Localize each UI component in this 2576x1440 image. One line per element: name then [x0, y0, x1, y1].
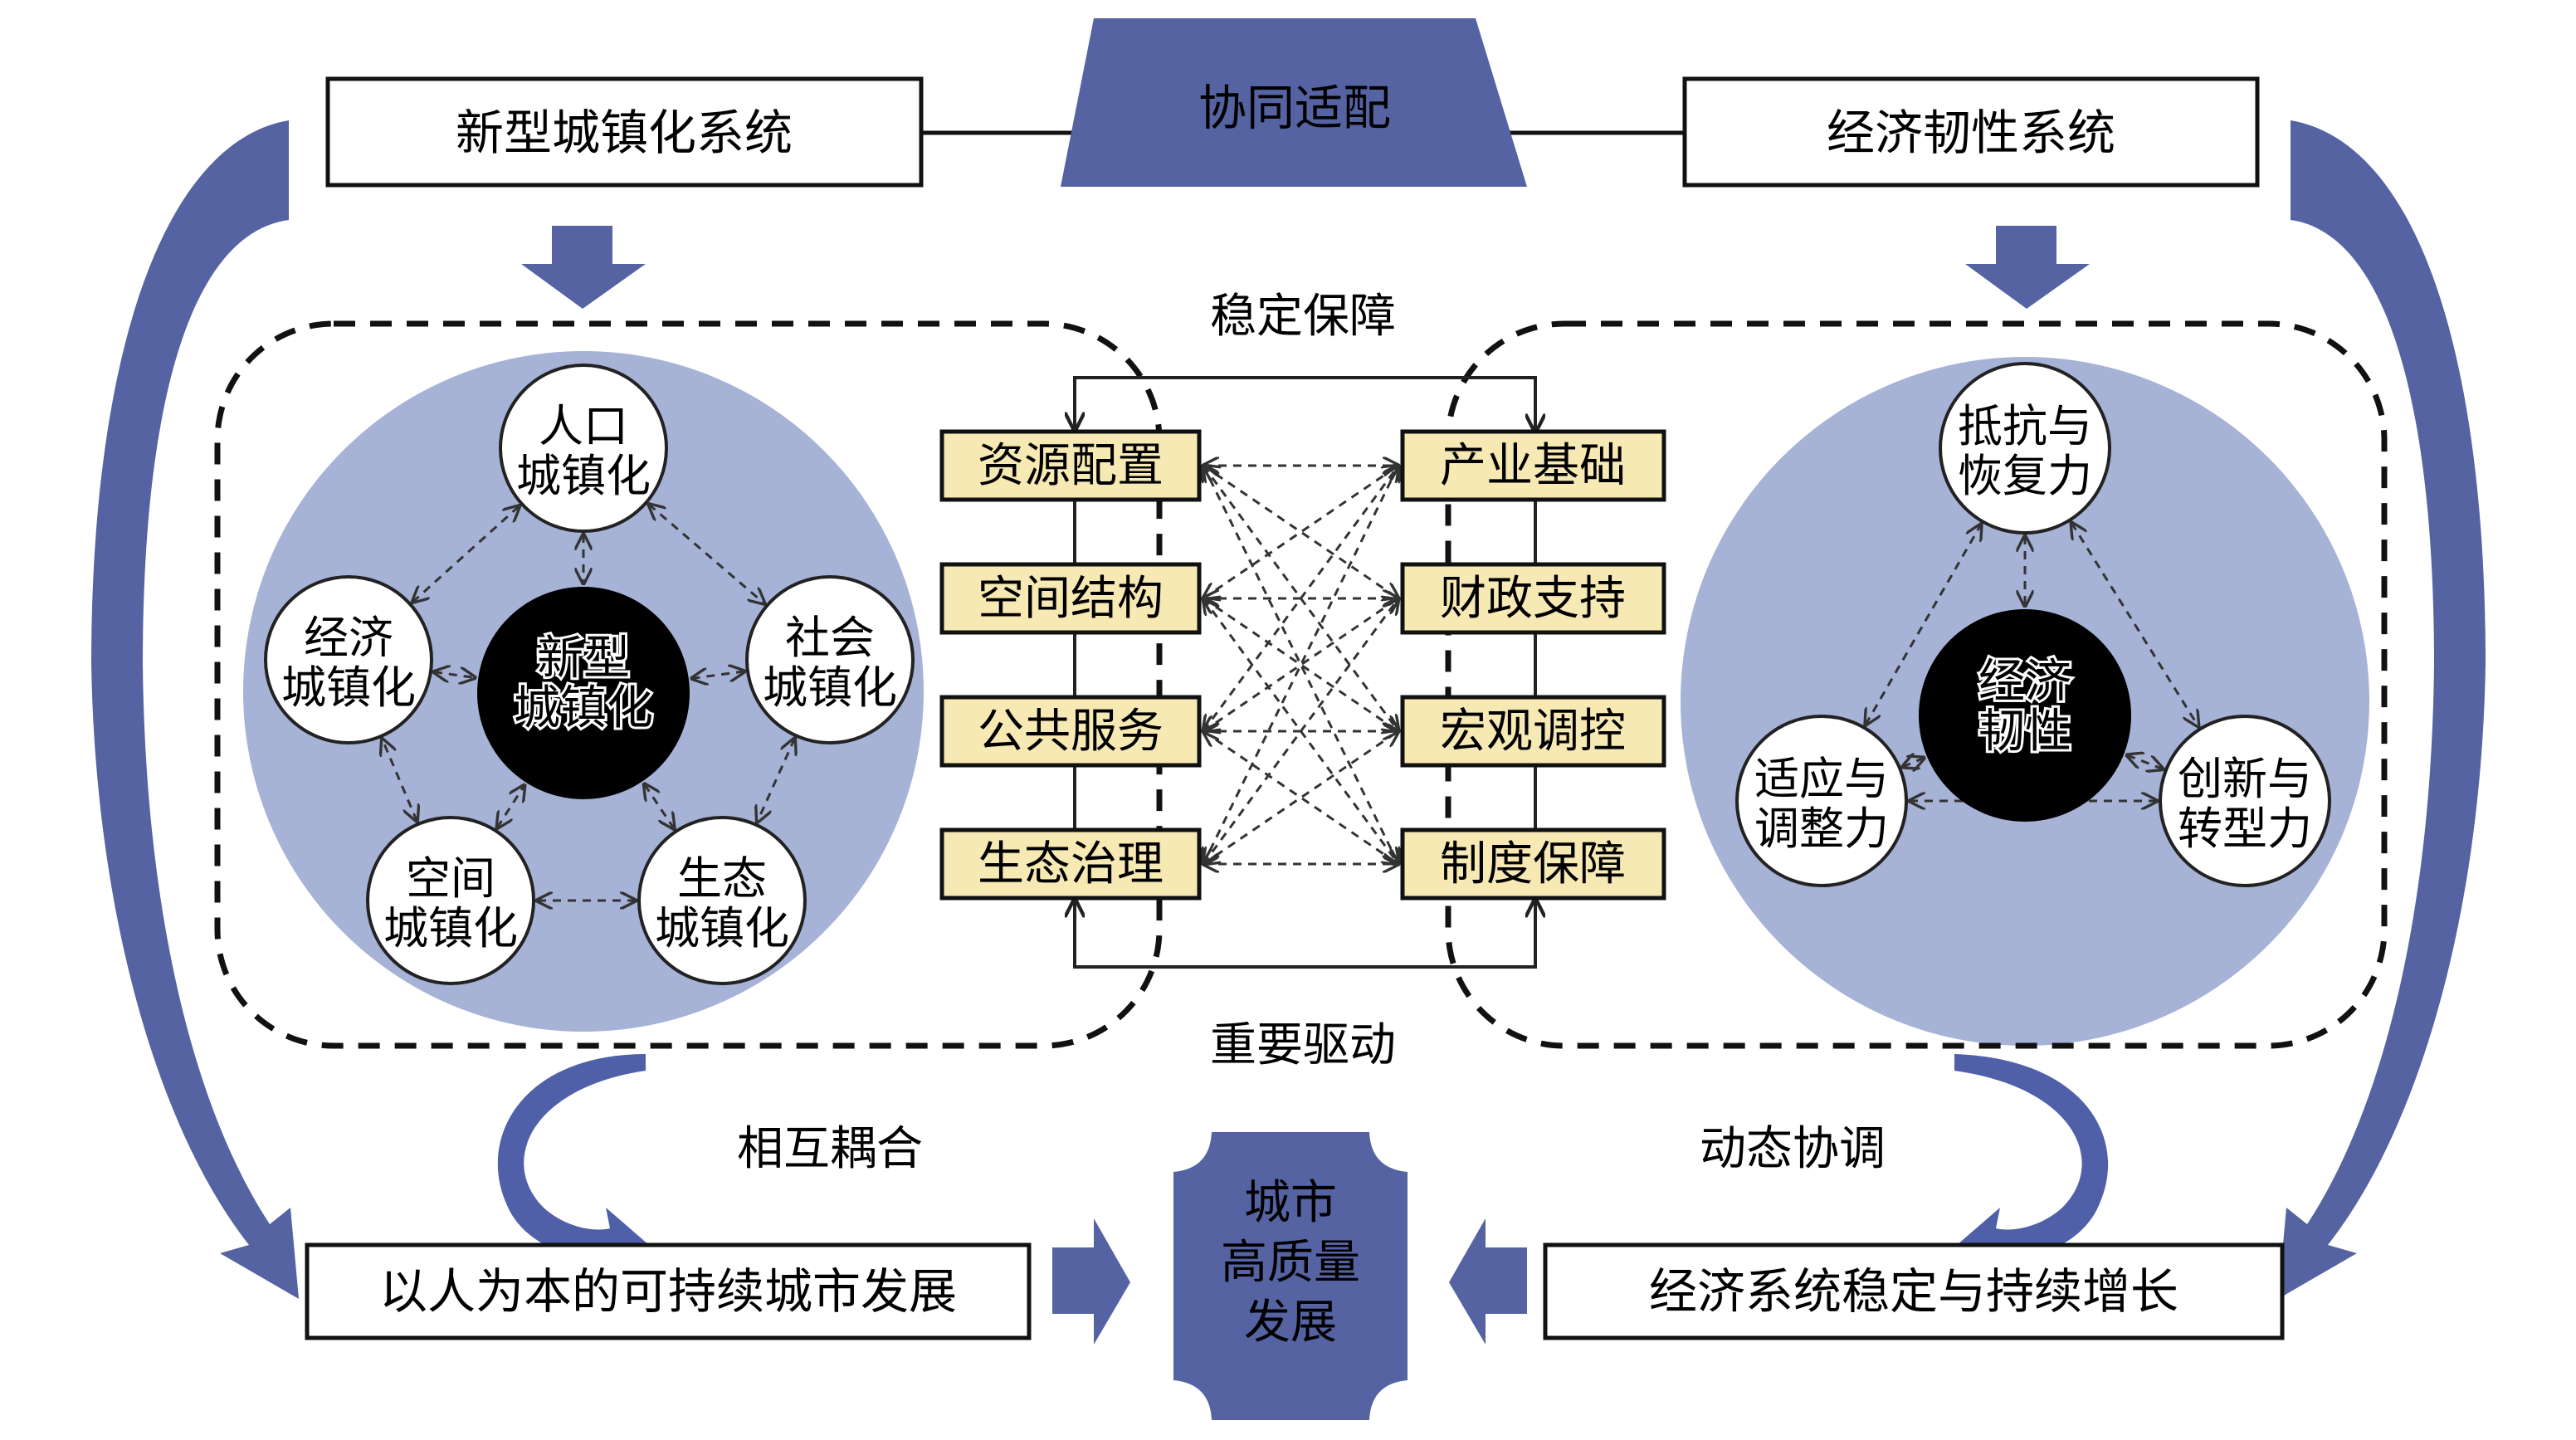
right-factor-label: 财政支持 [1440, 572, 1626, 626]
left-factor-box: 空间结构 [939, 562, 1202, 635]
coupling-label: 相互耦合 [737, 1122, 923, 1176]
center-outcome-badge: 城市 高质量 发展 [1173, 1132, 1408, 1420]
left-node-label: 空间 [406, 852, 495, 905]
left-factor-box: 生态治理 [939, 827, 1202, 901]
factor-cross-links [1203, 466, 1398, 864]
right-system-label: 经济韧性系统 [1827, 105, 2115, 161]
left-factor-box: 资源配置 [939, 429, 1202, 502]
right-outer-curved-arrow [2278, 120, 2486, 1299]
right-node-label: 抵抗与 [1958, 400, 2092, 452]
left-core-node: 新型 城镇化 [477, 587, 690, 799]
right-factor-box: 宏观调控 [1400, 695, 1666, 768]
left-dashed-region [214, 320, 1163, 1049]
top-frame-line [1073, 376, 1535, 432]
left-system-label: 新型城镇化系统 [456, 105, 793, 161]
left-node-label: 城镇化 [383, 902, 518, 954]
driving-label: 重要驱动 [1210, 1018, 1396, 1072]
left-down-arrow [521, 226, 646, 309]
left-node-label: 城镇化 [281, 661, 416, 714]
left-core-line-2: 城镇化 [514, 681, 653, 735]
right-factor-box: 产业基础 [1400, 429, 1666, 502]
right-spoke-link [1903, 758, 1925, 767]
right-core-node: 经济 韧性 [1919, 609, 2131, 822]
left-ring-link [412, 506, 519, 603]
right-factor-label: 产业基础 [1440, 439, 1626, 493]
left-outcome-box: 以人为本的可持续城市发展 [305, 1242, 1032, 1340]
left-node-label: 社会 [785, 612, 875, 664]
left-into-center-arrow [1052, 1218, 1130, 1345]
right-outcome-label: 经济系统稳定与持续增长 [1649, 1263, 2178, 1320]
right-factor-label: 宏观调控 [1440, 705, 1626, 759]
synergy-label: 协同适配 [1198, 80, 1391, 136]
center-outcome-line-3: 发展 [1244, 1296, 1337, 1350]
left-ring-link [758, 739, 795, 822]
right-down-arrow [1965, 226, 2090, 309]
left-outcome-label: 以人为本的可持续城市发展 [379, 1263, 957, 1320]
right-core-line-2: 韧性 [1978, 705, 2071, 759]
right-dashed-region [1445, 320, 2388, 1049]
left-node-label: 城镇化 [763, 661, 897, 714]
right-node-label: 创新与 [2178, 753, 2312, 805]
center-outcome-line-1: 城市 [1244, 1176, 1337, 1230]
right-into-center-arrow [1449, 1218, 1527, 1345]
left-node-label: 人口 [539, 400, 628, 452]
right-core-line-1: 经济 [1978, 655, 2071, 709]
left-ring-link [649, 505, 764, 604]
synergy-trapezoid: 协同适配 [1061, 18, 1527, 187]
right-factor-label: 制度保障 [1440, 837, 1626, 891]
right-spoke-link [2127, 755, 2163, 769]
right-node-label: 调整力 [1754, 803, 1889, 855]
factor-cross-link [1203, 731, 1398, 864]
right-feedback-curved-arrow [1954, 1054, 2109, 1282]
left-factor-label: 空间结构 [978, 572, 1164, 626]
left-node-label: 生态 [677, 852, 767, 905]
left-factor-label: 生态治理 [978, 837, 1164, 891]
coordination-label: 动态协调 [1700, 1122, 1886, 1176]
left-spoke-link [434, 672, 475, 678]
left-cluster-links [383, 505, 795, 901]
left-outer-curved-arrow [91, 120, 299, 1299]
right-node-label: 适应与 [1754, 753, 1889, 805]
right-factor-box: 制度保障 [1400, 827, 1666, 901]
left-node-label: 经济 [304, 612, 393, 664]
stability-label: 稳定保障 [1210, 290, 1396, 344]
right-node-label: 转型力 [2178, 803, 2312, 855]
center-outcome-line-2: 高质量 [1221, 1236, 1360, 1290]
left-factor-label: 公共服务 [978, 705, 1164, 759]
right-node-label: 恢复力 [1958, 450, 2092, 502]
left-factor-label: 资源配置 [978, 439, 1164, 493]
left-node-label: 城镇化 [655, 902, 789, 954]
left-feedback-curved-arrow [497, 1054, 649, 1282]
right-ring-link [2071, 523, 2198, 726]
bottom-frame-line [1073, 898, 1537, 969]
left-core-line-1: 新型 [537, 632, 630, 686]
left-system-box: 新型城镇化系统 [325, 76, 924, 188]
left-factor-box: 公共服务 [939, 695, 1202, 768]
left-node-label: 城镇化 [516, 450, 651, 502]
right-factor-box: 财政支持 [1400, 562, 1666, 635]
right-outcome-box: 经济系统稳定与持续增长 [1543, 1242, 2285, 1340]
right-system-box: 经济韧性系统 [1682, 76, 2260, 188]
